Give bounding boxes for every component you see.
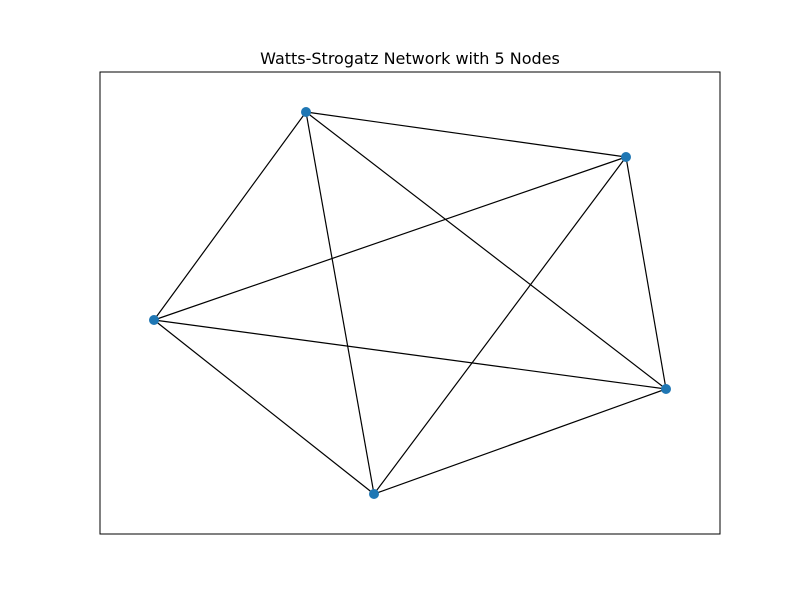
node-n4 <box>149 315 159 325</box>
node-n3 <box>369 489 379 499</box>
edge-n1-n4 <box>153 156 627 321</box>
edge-n2-n4 <box>153 319 667 390</box>
node-n0 <box>301 107 311 117</box>
edge-n2-n3 <box>373 388 667 495</box>
edge-n0-n4 <box>153 111 307 321</box>
figure-title: Watts-Strogatz Network with 5 Nodes <box>260 49 560 68</box>
node-n2 <box>661 384 671 394</box>
axes-frame <box>99 71 721 535</box>
node-n1 <box>621 152 631 162</box>
edge-n1-n2 <box>625 156 667 390</box>
nodes-layer <box>149 107 671 499</box>
edge-n1-n3 <box>373 156 627 495</box>
edges-layer <box>153 111 667 495</box>
edge-n0-n1 <box>305 111 627 158</box>
edge-n0-n3 <box>305 111 375 495</box>
edge-n3-n4 <box>153 319 375 495</box>
edge-n0-n2 <box>305 111 667 390</box>
